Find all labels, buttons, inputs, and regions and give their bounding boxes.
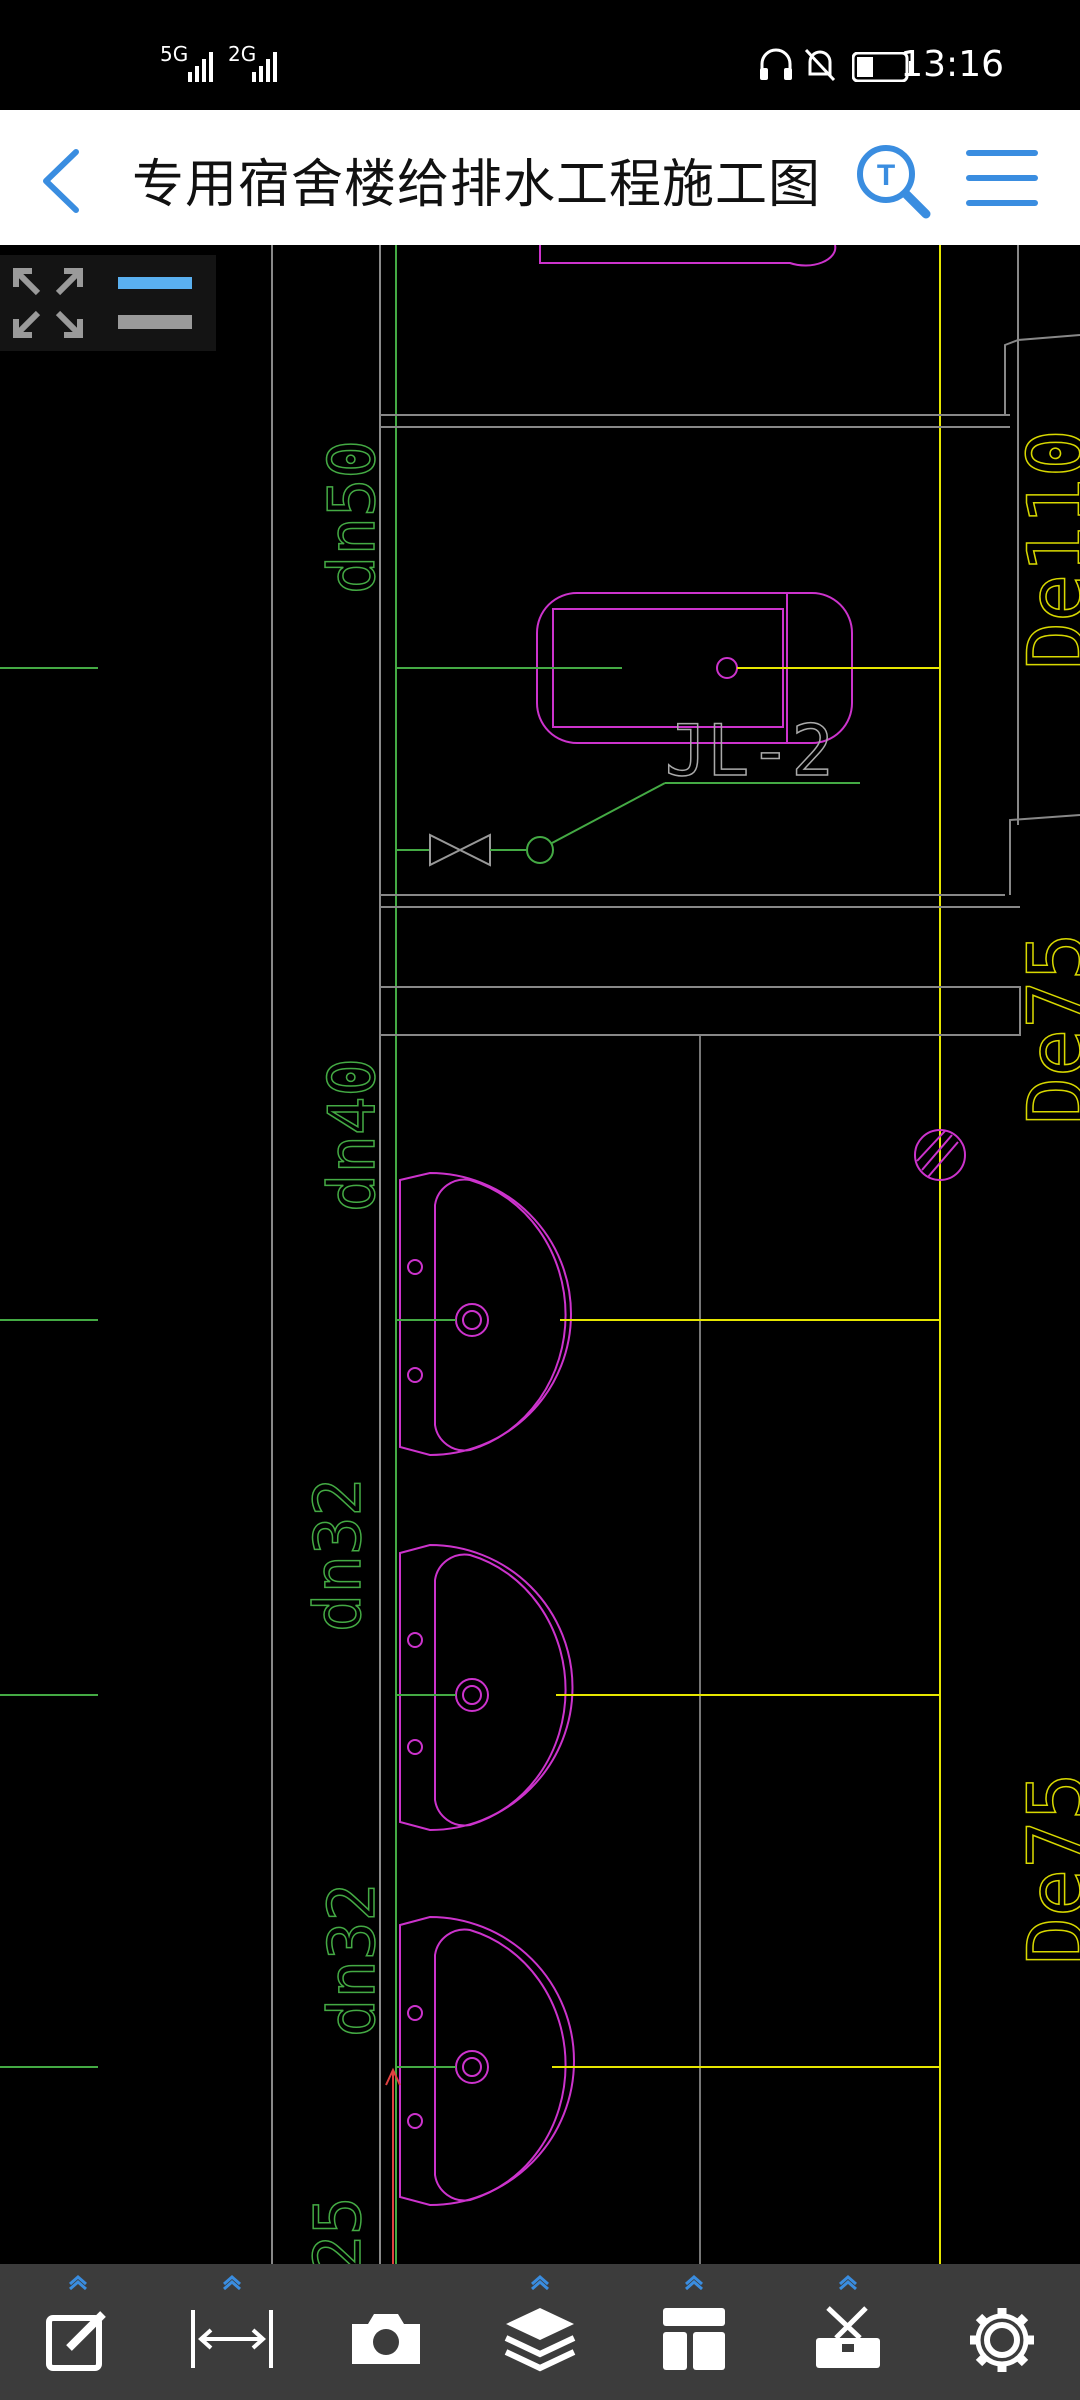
network-5g-label: 5G (160, 42, 189, 66)
expand-up-icon (69, 2275, 87, 2290)
pipe-label: dn40 (316, 1058, 390, 1212)
svg-text:T: T (877, 159, 895, 192)
gear-icon (970, 2308, 1034, 2372)
cad-drawing-canvas[interactable]: dn50 dn40 dn32 dn32 25 JL-2 De110 De75 D… (0, 244, 1080, 2274)
expand-up-icon (839, 2275, 857, 2290)
network-2g-label: 2G (228, 42, 257, 66)
headset-icon (760, 48, 792, 80)
expand-up-icon (223, 2275, 241, 2290)
fit-to-screen-icon[interactable] (12, 267, 84, 339)
toolbox-icon (816, 2306, 880, 2368)
expand-up-icon (685, 2275, 703, 2290)
layout-icon (663, 2308, 725, 2370)
text-search-icon[interactable]: T (852, 140, 932, 220)
pipe-size-label: De75 (1011, 932, 1080, 1125)
page-title: 专用宿舍楼给排水工程施工图 (132, 155, 822, 215)
expand-up-icon (531, 2275, 549, 2290)
measure-tool-button[interactable] (172, 2264, 292, 2400)
cad-drawing: dn50 dn40 dn32 dn32 25 JL-2 De110 De75 D… (0, 244, 1080, 2274)
battery-icon (852, 52, 913, 82)
settings-button[interactable] (942, 2264, 1062, 2400)
pipe-size-label: De110 (1011, 429, 1080, 670)
layers-icon (504, 2308, 576, 2372)
pipe-label: dn50 (316, 440, 390, 594)
edit-icon (46, 2311, 106, 2371)
bottom-toolbar (0, 2264, 1080, 2400)
camera-tool-button[interactable] (326, 2264, 446, 2400)
clock: 13:16 (900, 44, 1004, 85)
display-mode-icon[interactable] (116, 275, 196, 331)
view-controls (0, 255, 216, 351)
tools-button[interactable] (788, 2264, 908, 2400)
app-bar: 专用宿舍楼给排水工程施工图 T (0, 110, 1080, 245)
measure-icon (191, 2310, 273, 2368)
back-icon[interactable] (36, 146, 86, 216)
layers-tool-button[interactable] (480, 2264, 600, 2400)
menu-icon[interactable] (964, 146, 1040, 210)
riser-label: JL-2 (665, 710, 834, 792)
signal-icon (252, 52, 277, 82)
pipe-label: 25 (302, 2196, 376, 2264)
pipe-label: dn32 (316, 1883, 390, 2037)
edit-tool-button[interactable] (18, 2264, 138, 2400)
camera-icon (352, 2314, 420, 2364)
status-bar: 5G 2G 13:16 (0, 0, 1080, 110)
pipe-size-label: De75 (1011, 1772, 1080, 1965)
layout-tool-button[interactable] (634, 2264, 754, 2400)
signal-icon (188, 52, 213, 82)
bell-off-icon (804, 48, 836, 82)
pipe-label: dn32 (302, 1478, 376, 1632)
